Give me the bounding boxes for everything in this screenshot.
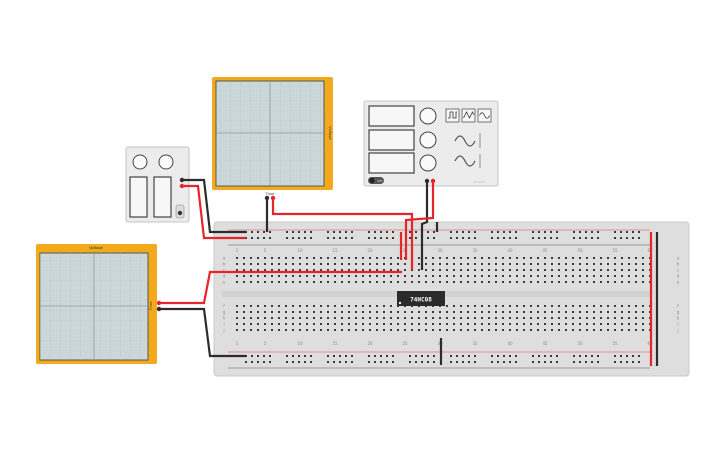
wire-fg-black[interactable] — [420, 181, 429, 270]
row-letter: a — [677, 256, 680, 261]
column-number: 10 — [297, 248, 303, 253]
column-number: 55 — [612, 341, 618, 346]
power-supply[interactable] — [125, 146, 190, 223]
column-number: 30 — [437, 248, 443, 253]
column-number: 35 — [472, 248, 478, 253]
row-letter: d — [677, 274, 680, 279]
frequency-display — [368, 105, 415, 127]
column-number: 45 — [542, 248, 548, 253]
frequency-knob[interactable] — [419, 107, 437, 125]
row-letter: j — [222, 328, 224, 333]
row-letter: g — [677, 310, 680, 315]
amplitude-display — [368, 129, 415, 151]
column-number: 45 — [542, 341, 548, 346]
square-wave-icon — [448, 111, 457, 119]
column-number: 40 — [507, 248, 513, 253]
scope-left-voltage-label: Voltage — [89, 246, 103, 250]
fg-toggle-label: OFF — [377, 179, 383, 183]
offset-wave-icon — [454, 155, 476, 167]
bottom-power-rail — [228, 351, 650, 369]
amplitude-knob[interactable] — [419, 131, 437, 149]
bottom-rail-holes — [245, 355, 640, 363]
wires[interactable] — [159, 178, 659, 366]
sine-wave-icon — [479, 112, 490, 119]
column-number: 20 — [367, 248, 373, 253]
row-letter: g — [223, 310, 226, 315]
switch-knob — [177, 210, 183, 216]
wire-psu-black[interactable] — [182, 178, 246, 234]
row-letter: i — [223, 322, 224, 327]
column-number: 25 — [402, 341, 408, 346]
current-knob[interactable] — [158, 154, 174, 170]
triangle-wave-icon — [463, 111, 475, 119]
amplitude-wave-icon — [454, 135, 476, 147]
wire-scope-left-black[interactable] — [159, 307, 246, 358]
wire-scope-top-red[interactable] — [271, 198, 414, 270]
row-letter: c — [677, 268, 679, 273]
column-number: 40 — [507, 341, 513, 346]
row-letter: e — [223, 280, 226, 285]
column-number: 20 — [367, 341, 373, 346]
current-display — [153, 176, 172, 218]
chip-label: 74HC08 — [410, 297, 432, 304]
oscilloscope-left[interactable]: Voltage Time — [36, 244, 162, 364]
row-letter: d — [223, 274, 226, 279]
row-letter: f — [677, 304, 679, 309]
row-letter: a — [223, 256, 226, 261]
column-number: 15 — [332, 248, 338, 253]
offset-display — [368, 152, 415, 174]
row-letter: i — [677, 322, 678, 327]
row-letter: h — [677, 316, 680, 321]
wire-psu-red[interactable] — [182, 184, 246, 240]
terminal-holes — [236, 257, 651, 331]
pin1-marker — [398, 301, 402, 305]
oscilloscope-top[interactable]: Time Voltage — [212, 77, 333, 201]
wire-fg-red[interactable] — [404, 181, 435, 260]
column-number: 55 — [612, 248, 618, 253]
row-letter: h — [223, 316, 226, 321]
wire-scope-left-red[interactable] — [159, 270, 402, 305]
column-number: 35 — [472, 341, 478, 346]
voltage-display — [129, 176, 148, 218]
offset-knob[interactable] — [419, 154, 437, 172]
column-number: 1 — [236, 341, 239, 346]
function-generator[interactable]: OFF — [363, 100, 499, 187]
column-number: 15 — [332, 341, 338, 346]
row-letter: j — [676, 328, 678, 333]
row-letter: b — [677, 262, 680, 267]
ic-74hc08[interactable]: 74HC08 — [397, 291, 445, 306]
row-letter: e — [677, 280, 680, 285]
row-letter: b — [223, 262, 226, 267]
square-wave-button[interactable] — [445, 108, 460, 123]
column-number: 1 — [236, 248, 239, 253]
scope-top-voltage-label: Voltage — [328, 126, 332, 140]
column-number: 50 — [577, 341, 583, 346]
voltage-knob[interactable] — [132, 154, 148, 170]
column-number: 5 — [264, 341, 267, 346]
row-letter: c — [223, 268, 225, 273]
scope-left-time-label: Time — [149, 301, 153, 312]
top-power-rail — [228, 229, 650, 246]
row-letter: f — [223, 304, 225, 309]
column-number: 10 — [297, 341, 303, 346]
column-number: 5 — [264, 248, 267, 253]
column-number: 50 — [577, 248, 583, 253]
scope-top-time-label: Time — [265, 192, 276, 196]
